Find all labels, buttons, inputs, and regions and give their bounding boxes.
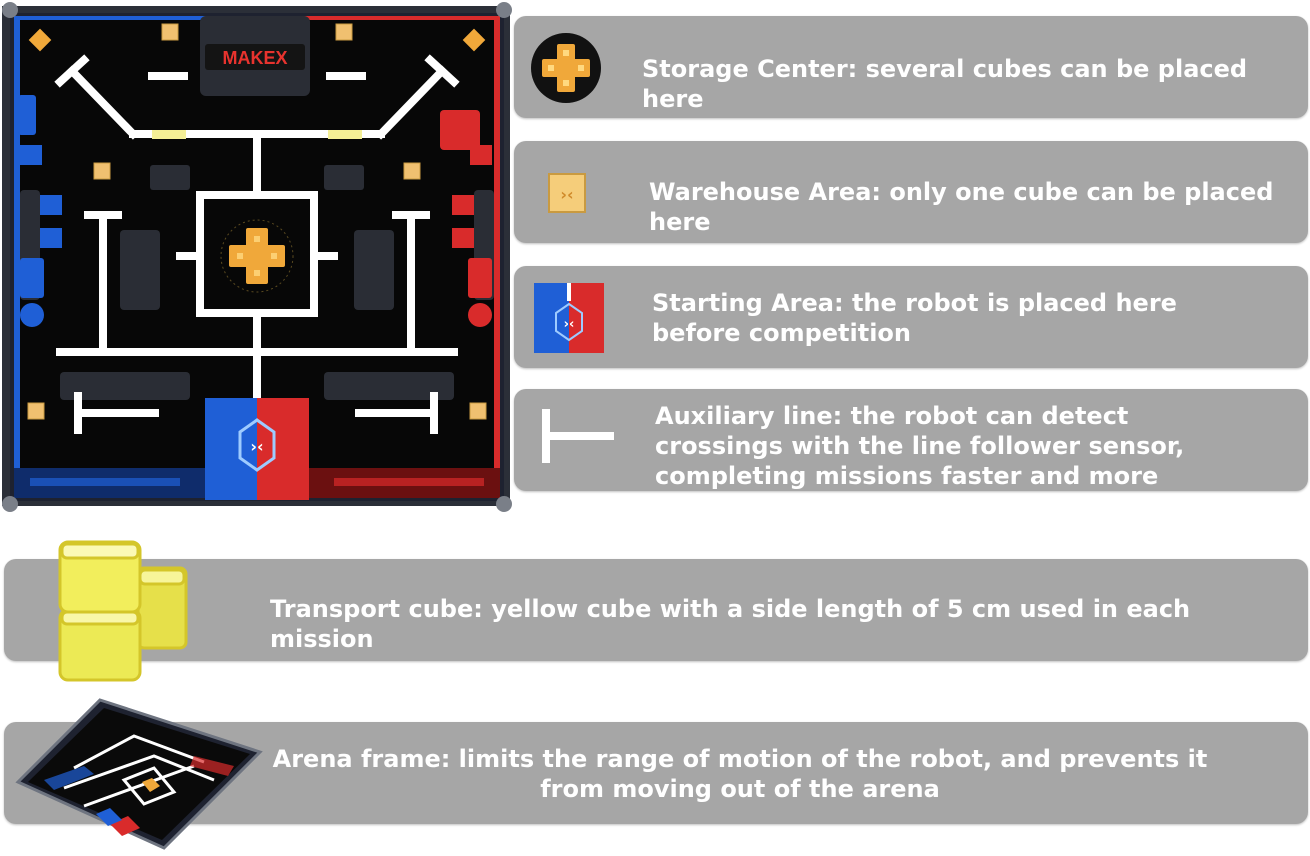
warehouse-area-icon: ›‹ [548,173,586,217]
legend-storage-center-text: Storage Center: several cubes can be pla… [642,55,1248,113]
starting-area-blue [205,398,257,500]
cube-stack-icon [52,538,194,688]
arena-logo: MAKEX [222,48,287,68]
arena-map: MAKEX [0,0,514,514]
arena-map-graphic: MAKEX [2,2,512,512]
legend-transport-cube-text: Transport cube: yellow cube with a side … [270,595,1191,653]
legend-starting-area-text: Starting Area: the robot is placed here … [652,289,1177,347]
legend-transport-cube [4,559,1308,661]
starting-area-red [257,398,309,500]
svg-text:›‹: ›‹ [250,437,263,456]
auxiliary-line-icon [542,409,616,467]
legend-warehouse-area-text: Warehouse Area: only one cube can be pla… [649,178,1274,236]
legend-starting-area: ›‹ Starting Area: the robot is placed he… [514,266,1308,368]
legend-warehouse-area: ›‹ Warehouse Area: only one cube can be … [514,141,1308,243]
svg-text:›‹: ›‹ [564,317,575,332]
warehouse-marks [27,23,487,420]
arena-frame-icon [14,696,264,856]
legend-arena-frame-text: Arena frame: limits the range of motion … [272,745,1208,803]
legend-storage-center: Storage Center: several cubes can be pla… [514,16,1308,118]
legend-auxiliary-line: Auxiliary line: the robot can detect cro… [514,389,1308,520]
legend-auxiliary-line-text: Auxiliary line: the robot can detect cro… [655,402,1185,520]
starting-area-icon: ›‹ [534,283,604,357]
svg-text:›‹: ›‹ [560,185,573,204]
storage-center-mark [229,228,285,284]
storage-center-icon [530,32,602,108]
